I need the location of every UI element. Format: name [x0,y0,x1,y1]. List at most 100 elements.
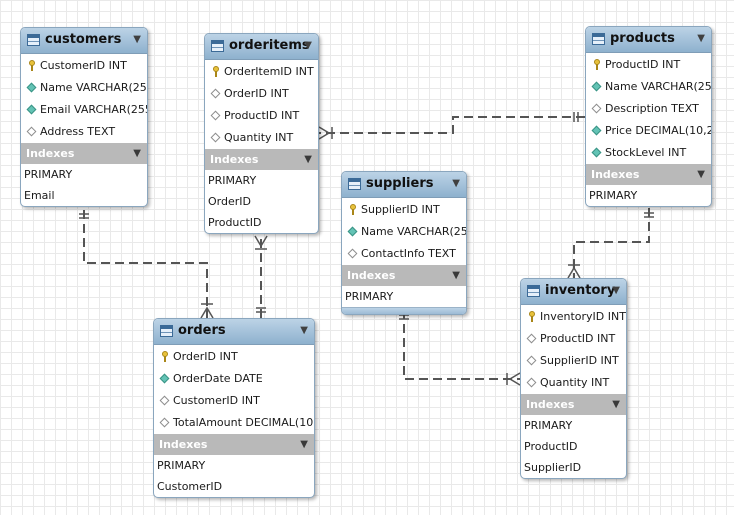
column-row[interactable]: ContactInfo TEXT [342,243,466,265]
table-title: orders [178,323,226,338]
table-header[interactable]: inventory ▼ [521,279,626,305]
index-row[interactable]: PRIMARY [524,419,573,432]
column-row[interactable]: Address TEXT [21,121,147,143]
column-row[interactable]: Quantity INT [521,372,626,394]
table-header[interactable]: suppliers ▼ [342,172,466,198]
chevron-down-icon[interactable]: ▼ [133,148,141,159]
column-row[interactable]: ProductID INT [521,328,626,350]
indexes-label: Indexes [591,168,640,181]
column-label: Price DECIMAL(10,2) [605,124,712,137]
relationship-suppliers-inventory [403,310,520,380]
index-row[interactable]: PRIMARY [157,459,206,472]
index-row[interactable]: SupplierID [524,461,582,474]
chevron-down-icon[interactable]: ▼ [612,399,620,410]
table-suppliers[interactable]: suppliers ▼ SupplierID INT Name VARCHAR(… [341,171,467,315]
indexes-header[interactable]: Indexes ▼ [586,164,711,185]
column-row[interactable]: ProductID INT [586,54,711,76]
index-row[interactable]: ProductID [208,216,262,229]
index-row[interactable]: PRIMARY [24,168,73,181]
chevron-down-icon[interactable]: ▼ [304,40,312,51]
indexes-label: Indexes [159,438,208,451]
indexes-label: Indexes [26,147,75,160]
filled-diamond-icon [27,82,37,93]
column-label: OrderID INT [224,87,289,100]
index-row[interactable]: OrderID [208,195,251,208]
column-row[interactable]: Name VARCHAR(255) [21,77,147,99]
filled-diamond-icon [592,147,602,158]
table-header[interactable]: orderitems ▼ [205,34,318,60]
primary-key-icon [527,311,537,322]
column-row[interactable]: CustomerID INT [154,390,314,412]
empty-diamond-icon [592,103,602,114]
table-icon [27,34,40,46]
indexes-header[interactable]: Indexes ▼ [21,143,147,164]
column-label: Quantity INT [224,131,294,144]
chevron-down-icon[interactable]: ▼ [304,154,312,165]
column-row[interactable]: SupplierID INT [342,199,466,221]
table-header[interactable]: products ▼ [586,27,711,53]
column-row[interactable]: Quantity INT [205,127,318,149]
one-marker-products-bottom [644,212,654,218]
chevron-down-icon[interactable]: ▼ [452,270,460,281]
indexes-header[interactable]: Indexes ▼ [154,434,314,455]
index-row[interactable]: PRIMARY [208,174,257,187]
table-customers[interactable]: customers ▼ CustomerID INT Name VARCHAR(… [20,27,148,207]
indexes-header[interactable]: Indexes ▼ [521,394,626,415]
column-row[interactable]: Name VARCHAR(255) [342,221,466,243]
column-row[interactable]: Price DECIMAL(10,2) [586,120,711,142]
column-row[interactable]: TotalAmount DECIMAL(10,2) [154,412,314,434]
table-orderitems[interactable]: orderitems ▼ OrderItemID INT OrderID INT… [204,33,319,234]
column-row[interactable]: OrderID INT [205,83,318,105]
column-label: ProductID INT [540,332,616,345]
indexes-header[interactable]: Indexes ▼ [342,265,466,286]
column-row[interactable]: Name VARCHAR(255) [586,76,711,98]
table-icon [211,40,224,52]
primary-key-icon [592,59,602,70]
table-inventory[interactable]: inventory ▼ InventoryID INT ProductID IN… [520,278,627,479]
chevron-down-icon[interactable]: ▼ [452,178,460,189]
column-label: Name VARCHAR(255) [361,225,466,238]
chevron-down-icon[interactable]: ▼ [133,34,141,45]
index-row[interactable]: Email [24,189,55,202]
index-row[interactable]: PRIMARY [345,290,394,303]
table-orders[interactable]: orders ▼ OrderID INT OrderDate DATE Cust… [153,318,315,498]
column-row[interactable]: InventoryID INT [521,306,626,328]
empty-diamond-icon [348,248,358,259]
column-row[interactable]: StockLevel INT [586,142,711,164]
table-title: suppliers [366,176,434,191]
indexes-label: Indexes [210,153,259,166]
column-label: SupplierID INT [361,203,440,216]
empty-diamond-icon [160,417,170,428]
indexes-label: Indexes [526,398,575,411]
empty-diamond-icon [211,88,221,99]
index-row[interactable]: PRIMARY [589,189,638,202]
table-products[interactable]: products ▼ ProductID INT Name VARCHAR(25… [585,26,712,207]
column-row[interactable]: Email VARCHAR(255) [21,99,147,121]
column-row[interactable]: OrderID INT [154,346,314,368]
table-header[interactable]: customers ▼ [21,28,147,54]
column-row[interactable]: OrderItemID INT [205,61,318,83]
column-label: Name VARCHAR(255) [40,81,148,94]
column-row[interactable]: OrderDate DATE [154,368,314,390]
column-row[interactable]: CustomerID INT [21,55,147,77]
index-row[interactable]: CustomerID [157,480,223,493]
chevron-down-icon[interactable]: ▼ [300,325,308,336]
column-label: Email VARCHAR(255) [40,103,148,116]
chevron-down-icon[interactable]: ▼ [697,33,705,44]
one-marker-suppliers-bottom [399,314,409,320]
index-row[interactable]: ProductID [524,440,578,453]
table-title: customers [45,32,122,47]
chevron-down-icon[interactable]: ▼ [612,285,620,296]
column-row[interactable]: SupplierID INT [521,350,626,372]
column-label: ContactInfo TEXT [361,247,456,260]
many-marker-orders [200,303,214,319]
column-label: OrderID INT [173,350,238,363]
column-row[interactable]: ProductID INT [205,105,318,127]
chevron-down-icon[interactable]: ▼ [300,439,308,450]
chevron-down-icon[interactable]: ▼ [697,169,705,180]
primary-key-icon [211,66,221,77]
table-header[interactable]: orders ▼ [154,319,314,345]
column-row[interactable]: Description TEXT [586,98,711,120]
table-icon [160,325,173,337]
indexes-header[interactable]: Indexes ▼ [205,149,318,170]
